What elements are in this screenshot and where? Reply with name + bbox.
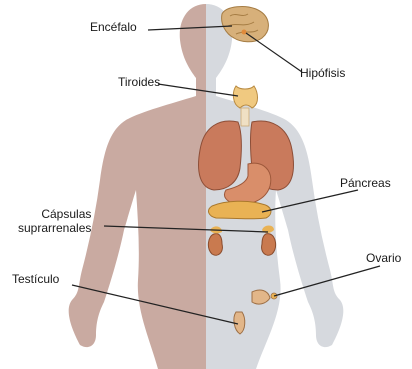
label-capsulas-line1: Cápsulas [18, 207, 91, 221]
body-left-half [69, 4, 206, 369]
label-capsulas-suprarrenales: Cápsulas suprarrenales [18, 207, 91, 235]
left-kidney [208, 234, 222, 256]
label-hipofisis: Hipófisis [300, 66, 345, 80]
label-pancreas: Páncreas [340, 176, 391, 190]
label-ovario: Ovario [366, 251, 401, 265]
label-capsulas-line2: suprarrenales [18, 221, 91, 235]
pituitary-gland [242, 30, 247, 35]
leader-hipofisis [246, 33, 302, 72]
pancreas [209, 201, 271, 219]
label-encefalo: Encéfalo [90, 20, 137, 34]
right-kidney [262, 234, 276, 256]
label-tiroides: Tiroides [118, 75, 160, 89]
trachea [241, 108, 249, 126]
label-testiculo: Testículo [12, 272, 59, 286]
thyroid-gland [233, 86, 257, 108]
